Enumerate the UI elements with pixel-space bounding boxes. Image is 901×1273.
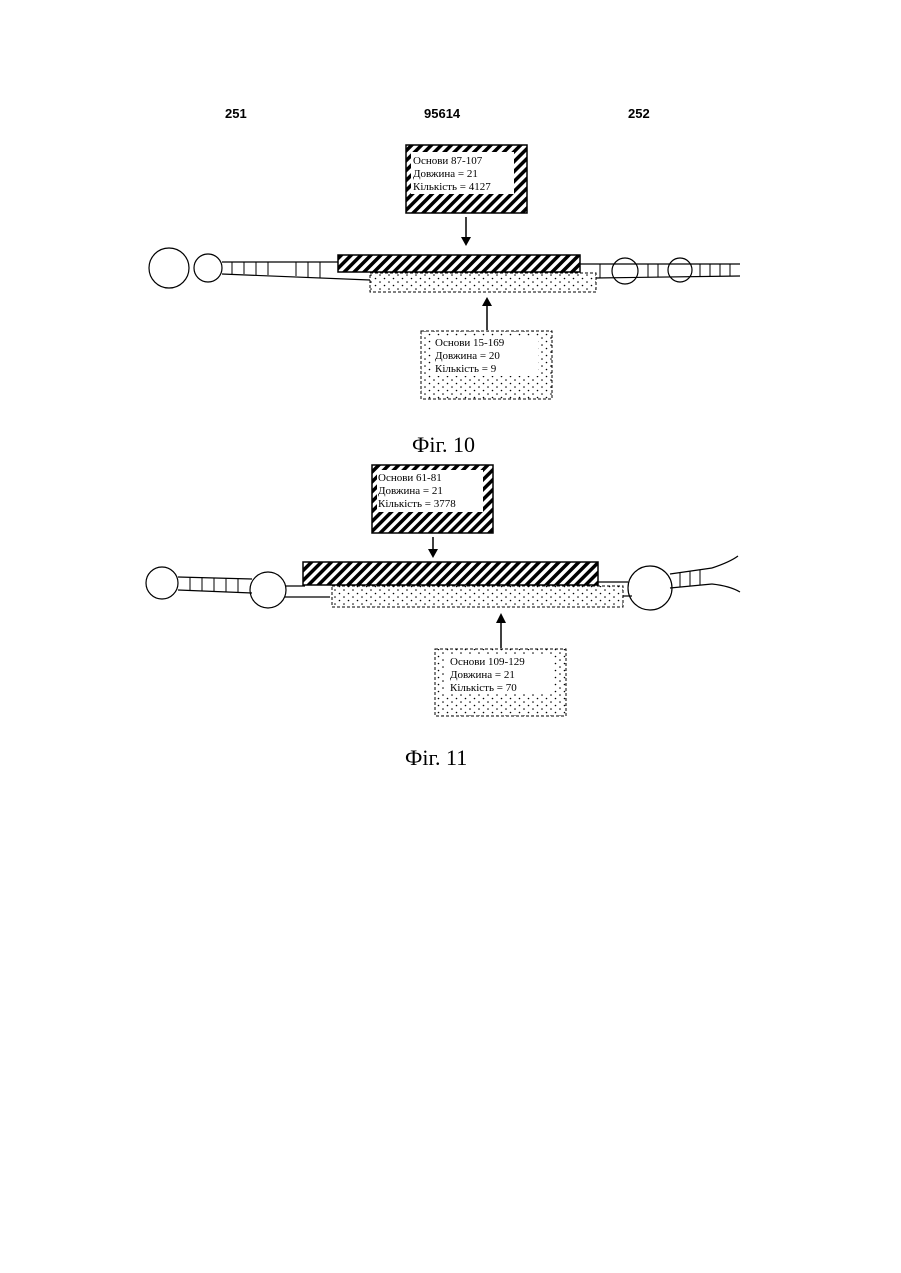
fig10-up-arrow bbox=[482, 297, 492, 330]
fig10-bottom-box-label: Основи 15-169 Довжина = 20 Кількість = 9 bbox=[435, 337, 504, 376]
fig11-hatched-bar bbox=[303, 562, 598, 585]
fig11-top-box-label: Основи 61-81 Довжина = 21 Кількість = 37… bbox=[378, 472, 456, 511]
fig10-top-box-label: Основи 87-107 Довжина = 21 Кількість = 4… bbox=[413, 155, 491, 194]
figure-10-caption: Фіг. 10 bbox=[412, 432, 475, 458]
fig10-down-arrow bbox=[461, 217, 471, 246]
fig10-hatched-bar bbox=[338, 255, 580, 272]
fig11-up-arrow bbox=[496, 613, 506, 648]
fig11-bottom-box-label: Основи 109-129 Довжина = 21 Кількість = … bbox=[450, 656, 525, 695]
fig11-dotted-bar bbox=[332, 586, 623, 607]
fig10-dotted-bar bbox=[370, 273, 596, 292]
document-number: 95614 bbox=[424, 106, 460, 121]
page-number-right: 252 bbox=[628, 106, 650, 121]
fig11-down-arrow bbox=[428, 537, 438, 558]
page-number-left: 251 bbox=[225, 106, 247, 121]
figure-11-caption: Фіг. 11 bbox=[405, 745, 467, 771]
